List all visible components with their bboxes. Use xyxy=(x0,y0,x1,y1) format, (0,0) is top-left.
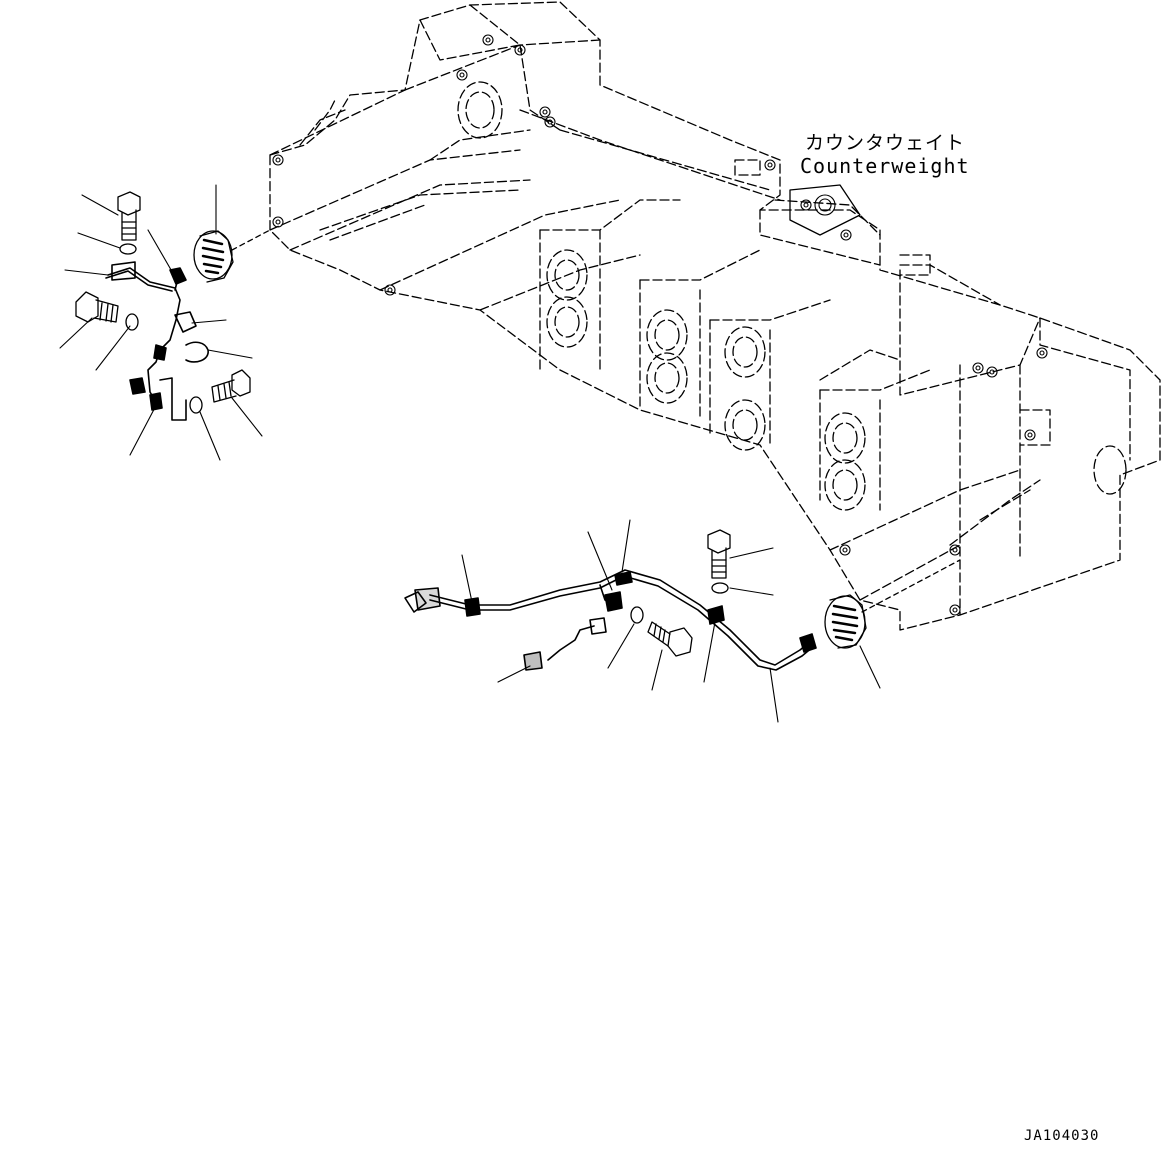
left-washer-lower xyxy=(190,397,202,413)
left-wiring-harness xyxy=(106,262,208,420)
right-wiring-harness xyxy=(405,570,816,670)
right-washer-lower xyxy=(631,607,643,623)
left-bolt-side xyxy=(76,292,118,322)
left-leader-lines xyxy=(60,185,262,460)
counterweight xyxy=(270,2,1160,630)
left-bolt-upper xyxy=(118,192,140,240)
counterweight-bores xyxy=(458,82,1126,510)
right-leader-lines xyxy=(462,520,880,722)
left-lamp xyxy=(194,230,270,282)
counterweight-label-jp: カウンタウェイト xyxy=(805,132,966,154)
right-lamp xyxy=(825,560,960,648)
left-washer-side xyxy=(126,314,138,330)
right-bolt-lower xyxy=(648,622,692,656)
counterweight-label-en: Counterweight xyxy=(800,154,970,178)
left-lamp-assembly xyxy=(60,185,270,460)
drawing-id: JA104030 xyxy=(1024,1128,1100,1144)
left-bolt-lower xyxy=(212,370,250,402)
right-washer-upper xyxy=(712,583,728,593)
left-washer-upper xyxy=(120,244,136,254)
counterweight-bolt-heads xyxy=(273,35,1047,615)
right-lamp-assembly xyxy=(405,520,960,722)
right-bolt-upper xyxy=(708,530,730,578)
